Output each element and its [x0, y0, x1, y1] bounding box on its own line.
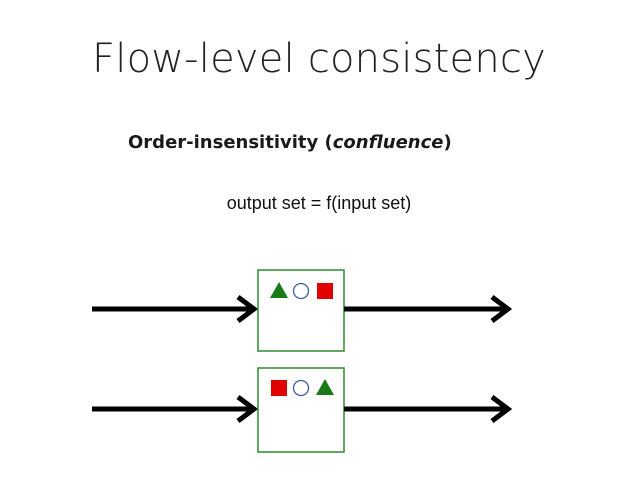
- input-arrow: [92, 395, 259, 423]
- input-arrow: [92, 295, 259, 323]
- blue-circle: [292, 282, 310, 300]
- red-square: [271, 380, 287, 396]
- output-arrow: [344, 395, 513, 423]
- subtitle-emphasis: confluence: [332, 132, 444, 153]
- output-arrow: [344, 295, 513, 323]
- slide-title: Flow-level consistency: [92, 36, 546, 82]
- red-square: [317, 283, 333, 299]
- subtitle-suffix: ): [443, 132, 452, 153]
- slide-subtitle: Order-insensitivity (confluence): [128, 132, 452, 153]
- green-triangle: [316, 379, 334, 395]
- subtitle-prefix: Order-insensitivity (: [128, 132, 333, 153]
- green-triangle: [270, 282, 288, 298]
- blue-circle: [292, 379, 310, 397]
- flow-row-2: [92, 367, 513, 453]
- process-box: [257, 269, 345, 352]
- formula-text: output set = f(input set): [226, 193, 412, 213]
- flow-row-1: [92, 269, 513, 352]
